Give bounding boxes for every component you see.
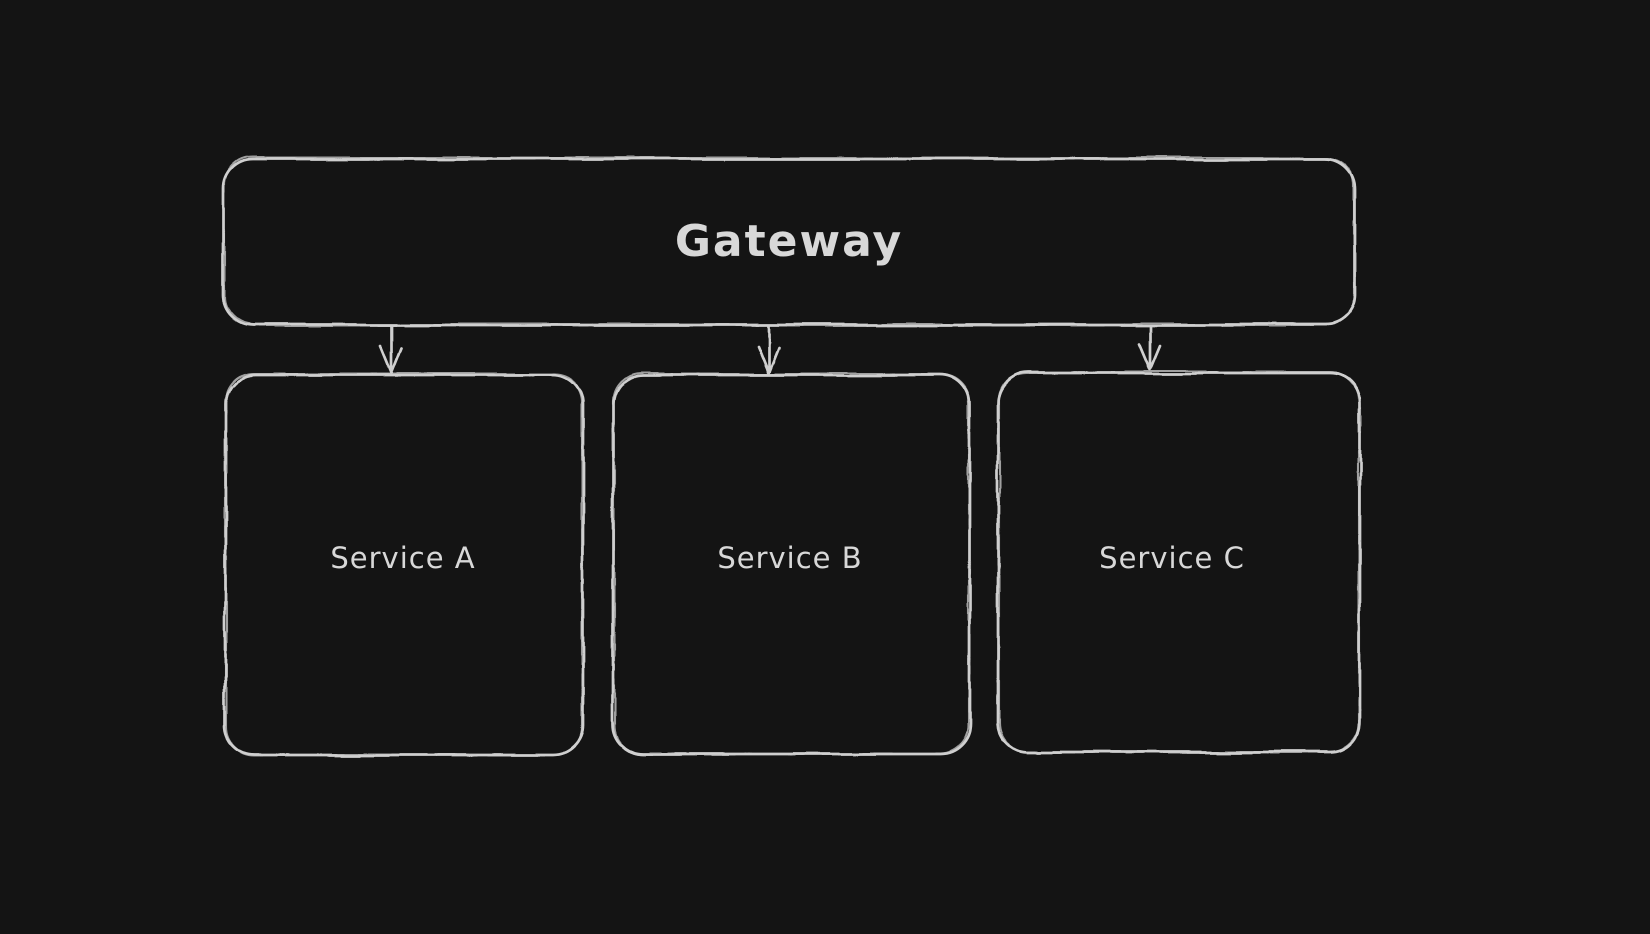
service-b-box-second-stroke [612, 372, 971, 756]
gateway-box-second-stroke [222, 156, 1356, 327]
node-service-c[interactable]: Service C [996, 370, 1362, 754]
gateway-label: Gateway [675, 216, 903, 267]
arrow-gateway-to-service-b[interactable] [756, 324, 781, 375]
arrow-gateway-to-service-c[interactable] [1137, 324, 1162, 372]
service-a-label: Service A [330, 541, 475, 575]
arrow-line [756, 324, 781, 375]
arrow-gateway-to-service-a[interactable] [378, 324, 403, 375]
node-service-b[interactable]: Service B [611, 372, 972, 756]
node-gateway[interactable]: Gateway [221, 156, 1357, 327]
service-c-box-second-stroke [997, 370, 1361, 754]
arrow-line [1137, 324, 1162, 372]
service-a-box-second-stroke [224, 372, 584, 757]
service-c-label: Service C [1099, 541, 1245, 575]
service-b-label: Service B [717, 541, 862, 575]
node-service-a[interactable]: Service A [223, 372, 585, 757]
arrow-line [378, 324, 403, 375]
